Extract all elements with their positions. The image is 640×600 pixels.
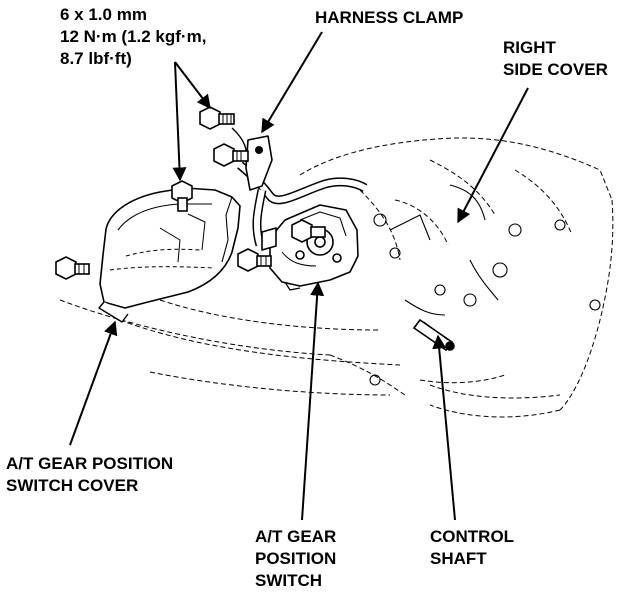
arrow-spec-to-upper-bolt	[174, 61, 211, 110]
arrow-switch-cover	[69, 320, 118, 446]
bolt-icon	[291, 219, 326, 243]
fastener-spec-torque: 12 N·m (1.2 kgf·m,	[60, 27, 207, 46]
arrow-harness-clamp	[261, 31, 323, 134]
control-shaft-illustration	[412, 318, 455, 352]
arrow-control-shaft	[432, 334, 456, 521]
bolt-icons	[55, 106, 326, 280]
bolt-icon	[213, 143, 249, 167]
bolt-icon	[199, 106, 235, 130]
arrow-right-side-cover	[457, 87, 529, 224]
gear-position-switch-label: A/T GEAR POSITION SWITCH	[255, 527, 337, 590]
fastener-spec-label: 6 x 1.0 mm 12 N·m (1.2 kgf·m, 8.7 lbf·ft…	[60, 4, 206, 70]
transmission-case-outline	[59, 137, 614, 418]
leader-arrows	[69, 31, 529, 521]
harness-clamp-label: HARNESS CLAMP	[315, 8, 464, 27]
right-side-cover-label: RIGHT SIDE COVER	[503, 38, 608, 79]
switch-cover-illustration	[98, 187, 241, 323]
gear-position-switch-illustration	[261, 204, 359, 291]
bolt-icon	[55, 256, 90, 280]
arrow-spec-to-cover-bolt	[172, 61, 187, 182]
switch-cover-label: A/T GEAR POSITION SWITCH COVER	[6, 454, 174, 495]
fastener-spec-torque-imperial: 8.7 lbf·ft)	[60, 49, 132, 68]
arrow-gear-position-switch	[301, 281, 325, 521]
fastener-spec-size: 6 x 1.0 mm	[60, 5, 147, 24]
harness-clamp-illustration	[245, 135, 273, 191]
case-detail-bosses	[369, 184, 601, 386]
bolt-icon	[237, 248, 272, 272]
control-shaft-label: CONTROL SHAFT	[430, 527, 515, 568]
